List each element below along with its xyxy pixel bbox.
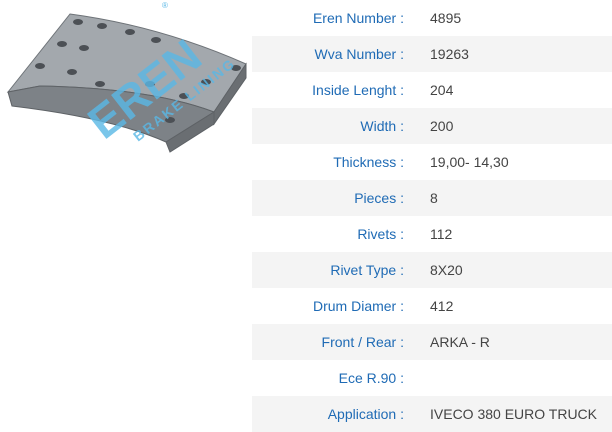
spec-label: Pieces :: [354, 190, 404, 206]
spec-row: Wva Number : 19263: [252, 36, 612, 72]
spec-label: Application :: [327, 406, 404, 422]
product-image: EREN BRAKE LINING ®: [0, 0, 250, 160]
spec-row: Eren Number : 4895: [252, 0, 612, 36]
spec-label: Rivets :: [357, 226, 404, 242]
spec-row: Rivet Type : 8X20: [252, 252, 612, 288]
brake-lining-icon: EREN BRAKE LINING ®: [6, 1, 247, 153]
spec-label: Front / Rear :: [321, 334, 404, 350]
rivet-holes: [35, 19, 241, 123]
spec-row: Front / Rear : ARKA - R: [252, 324, 612, 360]
spec-row: Ece R.90 :: [252, 360, 612, 396]
spec-label: Rivet Type :: [330, 262, 404, 278]
spec-value: 19,00- 14,30: [430, 154, 509, 170]
spec-row: Thickness : 19,00- 14,30: [252, 144, 612, 180]
spec-label: Drum Diamer :: [312, 298, 404, 314]
spec-row: Width : 200: [252, 108, 612, 144]
spec-value: 8: [430, 190, 438, 206]
registered-mark: ®: [162, 1, 168, 10]
spec-label: Inside Lenght :: [312, 82, 404, 98]
spec-value: 8X20: [430, 262, 463, 278]
spec-label: Eren Number :: [312, 10, 404, 26]
spec-row: Inside Lenght : 204: [252, 72, 612, 108]
spec-value: IVECO 380 EURO TRUCK: [430, 406, 598, 422]
spec-row: Rivets : 112: [252, 216, 612, 252]
spec-row: Pieces : 8: [252, 180, 612, 216]
spec-value: 19263: [430, 46, 469, 62]
spec-row: Drum Diamer : 412: [252, 288, 612, 324]
spec-label: Width :: [360, 118, 404, 134]
spec-label: Wva Number :: [314, 46, 404, 62]
spec-row: Application : IVECO 380 EURO TRUCK: [252, 396, 612, 432]
spec-value: 412: [430, 298, 454, 314]
spec-value: 204: [430, 82, 454, 98]
spec-value: 112: [430, 226, 453, 242]
spec-value: 4895: [430, 10, 462, 26]
spec-value: ARKA - R: [430, 334, 490, 350]
spec-label: Ece R.90 :: [338, 370, 404, 386]
spec-value: 200: [430, 118, 454, 134]
spec-label: Thickness :: [333, 154, 404, 170]
